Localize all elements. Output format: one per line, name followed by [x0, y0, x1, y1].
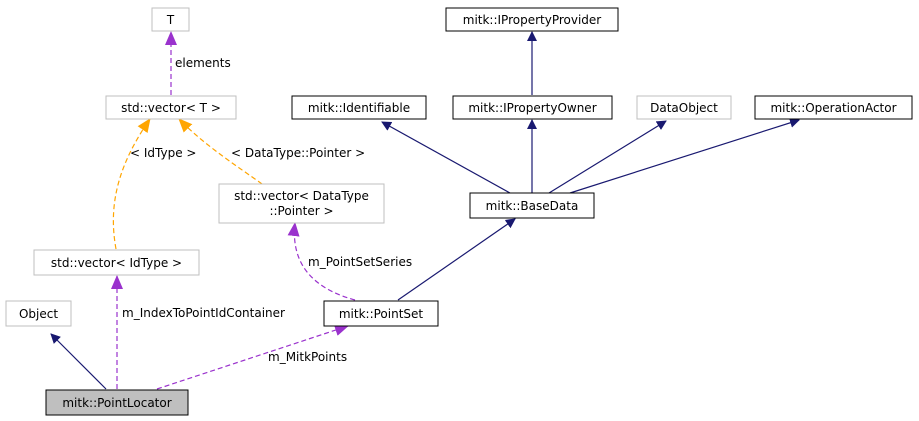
svg-text:mitk::OperationActor: mitk::OperationActor: [770, 101, 896, 115]
edge-basedata-dataobject: [548, 120, 667, 194]
edge-pointsetseries: [287, 222, 356, 301]
svg-text:std::vector< IdType >: std::vector< IdType >: [51, 256, 182, 270]
node-vector-idtype[interactable]: std::vector< IdType >: [33, 249, 200, 276]
edge-mitk-points: [156, 324, 349, 390]
node-t[interactable]: T: [151, 7, 190, 32]
edge-basedata-identifiable: [381, 121, 511, 194]
node-iproperty-provider[interactable]: mitk::IPropertyProvider: [445, 7, 619, 32]
svg-text:mitk::IPropertyOwner: mitk::IPropertyOwner: [468, 101, 596, 115]
node-iproperty-owner[interactable]: mitk::IPropertyOwner: [452, 95, 613, 120]
svg-text:Object: Object: [19, 307, 58, 321]
svg-text:std::vector< T >: std::vector< T >: [121, 101, 221, 115]
edge-datatype-template: [178, 118, 263, 185]
node-operation-actor[interactable]: mitk::OperationActor: [754, 95, 913, 120]
node-data-object[interactable]: DataObject: [636, 95, 732, 120]
edge-label-elements: elements: [175, 56, 231, 70]
node-point-set[interactable]: mitk::PointSet: [323, 300, 439, 327]
svg-text:mitk::IPropertyProvider: mitk::IPropertyProvider: [463, 13, 602, 27]
node-identifiable[interactable]: mitk::Identifiable: [291, 95, 427, 120]
edge-pointset-basedata: [397, 218, 516, 301]
svg-text:::Pointer >: ::Pointer >: [269, 204, 333, 218]
edge-basedata-operationactor: [569, 117, 800, 194]
svg-text:T: T: [166, 13, 175, 27]
svg-text:mitk::BaseData: mitk::BaseData: [486, 199, 579, 213]
svg-text:mitk::PointLocator: mitk::PointLocator: [62, 396, 171, 410]
node-base-data[interactable]: mitk::BaseData: [469, 192, 595, 219]
edge-label-pointsetseries: m_PointSetSeries: [308, 255, 412, 269]
svg-text:mitk::Identifiable: mitk::Identifiable: [308, 101, 410, 115]
edge-label-datatype-pointer: < DataType::Pointer >: [231, 146, 365, 160]
svg-text:mitk::PointSet: mitk::PointSet: [339, 307, 424, 321]
edge-label-idtype: < IdType >: [130, 146, 196, 160]
edge-label-mitk-points: m_MitkPoints: [268, 350, 347, 364]
node-vector-t[interactable]: std::vector< T >: [105, 95, 237, 120]
node-vector-datatype-pointer[interactable]: std::vector< DataType ::Pointer >: [218, 183, 385, 224]
node-object[interactable]: Object: [5, 300, 72, 327]
node-point-locator[interactable]: mitk::PointLocator: [45, 389, 189, 416]
edge-idtype-template: [112, 118, 151, 250]
edge-pointlocator-object: [50, 333, 107, 390]
svg-text:DataObject: DataObject: [650, 101, 718, 115]
svg-text:std::vector< DataType: std::vector< DataType: [234, 189, 369, 203]
edge-label-index-container: m_IndexToPointIdContainer: [122, 306, 285, 320]
